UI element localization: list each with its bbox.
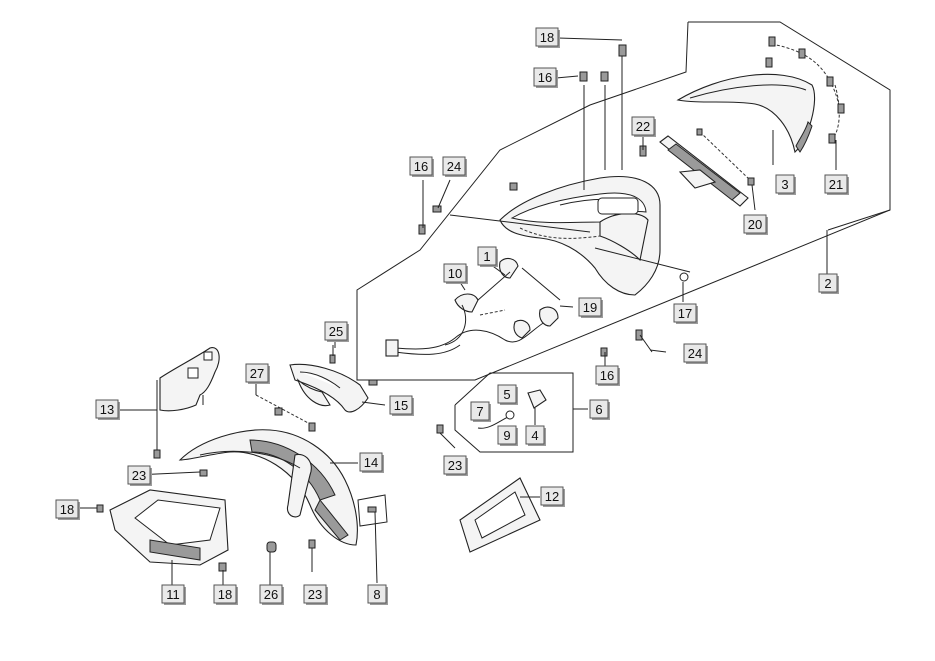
part-clip	[509, 182, 518, 191]
callout-20: 20	[743, 214, 768, 235]
svg-text:26: 26	[264, 587, 278, 602]
svg-text:23: 23	[132, 468, 146, 483]
group-outline-6	[454, 372, 574, 453]
svg-text:21: 21	[829, 177, 843, 192]
callout-2: 2	[818, 273, 839, 294]
callout-16: 16	[533, 67, 558, 88]
svg-text:23: 23	[308, 587, 322, 602]
callout-1: 1	[477, 246, 498, 267]
svg-text:1: 1	[483, 249, 490, 264]
svg-text:20: 20	[748, 217, 762, 232]
callout-4: 4	[525, 425, 546, 446]
svg-text:9: 9	[503, 428, 510, 443]
callout-23: 23	[443, 455, 468, 476]
callout-18: 18	[535, 27, 560, 48]
svg-text:5: 5	[503, 387, 510, 402]
svg-text:24: 24	[447, 159, 461, 174]
bracket-part	[289, 363, 378, 413]
license-light-part	[436, 389, 547, 449]
callout-23: 23	[127, 465, 152, 486]
leader-lines	[80, 37, 891, 585]
callout-16: 16	[595, 365, 620, 386]
callout-12: 12	[540, 486, 565, 507]
callout-11: 11	[161, 584, 186, 605]
svg-text:11: 11	[166, 587, 180, 602]
callout-6: 6	[589, 399, 610, 420]
license-plate-part	[459, 477, 541, 553]
svg-text:23: 23	[448, 458, 462, 473]
callout-3: 3	[775, 174, 796, 195]
callout-14: 14	[359, 452, 384, 473]
light-bar-part	[659, 128, 755, 207]
callout-25: 25	[324, 321, 349, 342]
wiring-harness-part	[385, 257, 561, 357]
callout-22: 22	[631, 116, 656, 137]
svg-text:24: 24	[688, 346, 702, 361]
svg-text:16: 16	[538, 70, 552, 85]
callout-23: 23	[303, 584, 328, 605]
callout-13: 13	[95, 399, 120, 420]
callout-5: 5	[497, 384, 518, 405]
spoiler-part	[676, 73, 816, 154]
svg-text:10: 10	[448, 266, 462, 281]
callout-10: 10	[443, 263, 468, 284]
svg-text:18: 18	[540, 30, 554, 45]
callout-17: 17	[673, 303, 698, 324]
inner-panel-part	[153, 347, 220, 459]
svg-text:19: 19	[583, 300, 597, 315]
svg-text:3: 3	[781, 177, 788, 192]
part-17-grommet	[679, 272, 689, 282]
svg-text:16: 16	[600, 368, 614, 383]
callout-18: 18	[55, 499, 80, 520]
svg-text:16: 16	[414, 159, 428, 174]
svg-text:2: 2	[824, 276, 831, 291]
callout-19: 19	[578, 297, 603, 318]
svg-text:8: 8	[373, 587, 380, 602]
callout-27: 27	[245, 363, 270, 384]
callout-24: 24	[683, 343, 708, 364]
callout-21: 21	[824, 174, 849, 195]
svg-text:12: 12	[545, 489, 559, 504]
callout-9: 9	[497, 425, 518, 446]
callout-26: 26	[259, 584, 284, 605]
callout-8: 8	[367, 584, 388, 605]
svg-text:22: 22	[636, 119, 650, 134]
svg-text:17: 17	[678, 306, 692, 321]
svg-text:4: 4	[531, 428, 538, 443]
svg-text:18: 18	[60, 502, 74, 517]
svg-text:15: 15	[394, 398, 408, 413]
svg-text:27: 27	[250, 366, 264, 381]
svg-text:6: 6	[595, 402, 602, 417]
svg-text:7: 7	[476, 404, 483, 419]
callout-15: 15	[389, 395, 414, 416]
callout-18: 18	[213, 584, 238, 605]
callout-7: 7	[470, 401, 491, 422]
rear-carrier-part	[449, 176, 691, 296]
svg-text:14: 14	[364, 455, 378, 470]
spoiler-fasteners	[765, 36, 845, 144]
callout-24: 24	[442, 156, 467, 177]
inner-tray-part	[96, 489, 229, 572]
callout-16: 16	[409, 156, 434, 177]
svg-text:25: 25	[329, 324, 343, 339]
svg-text:18: 18	[218, 587, 232, 602]
assembly-outline-2	[356, 21, 891, 381]
rear-fender-part	[178, 429, 358, 546]
svg-text:13: 13	[100, 402, 114, 417]
